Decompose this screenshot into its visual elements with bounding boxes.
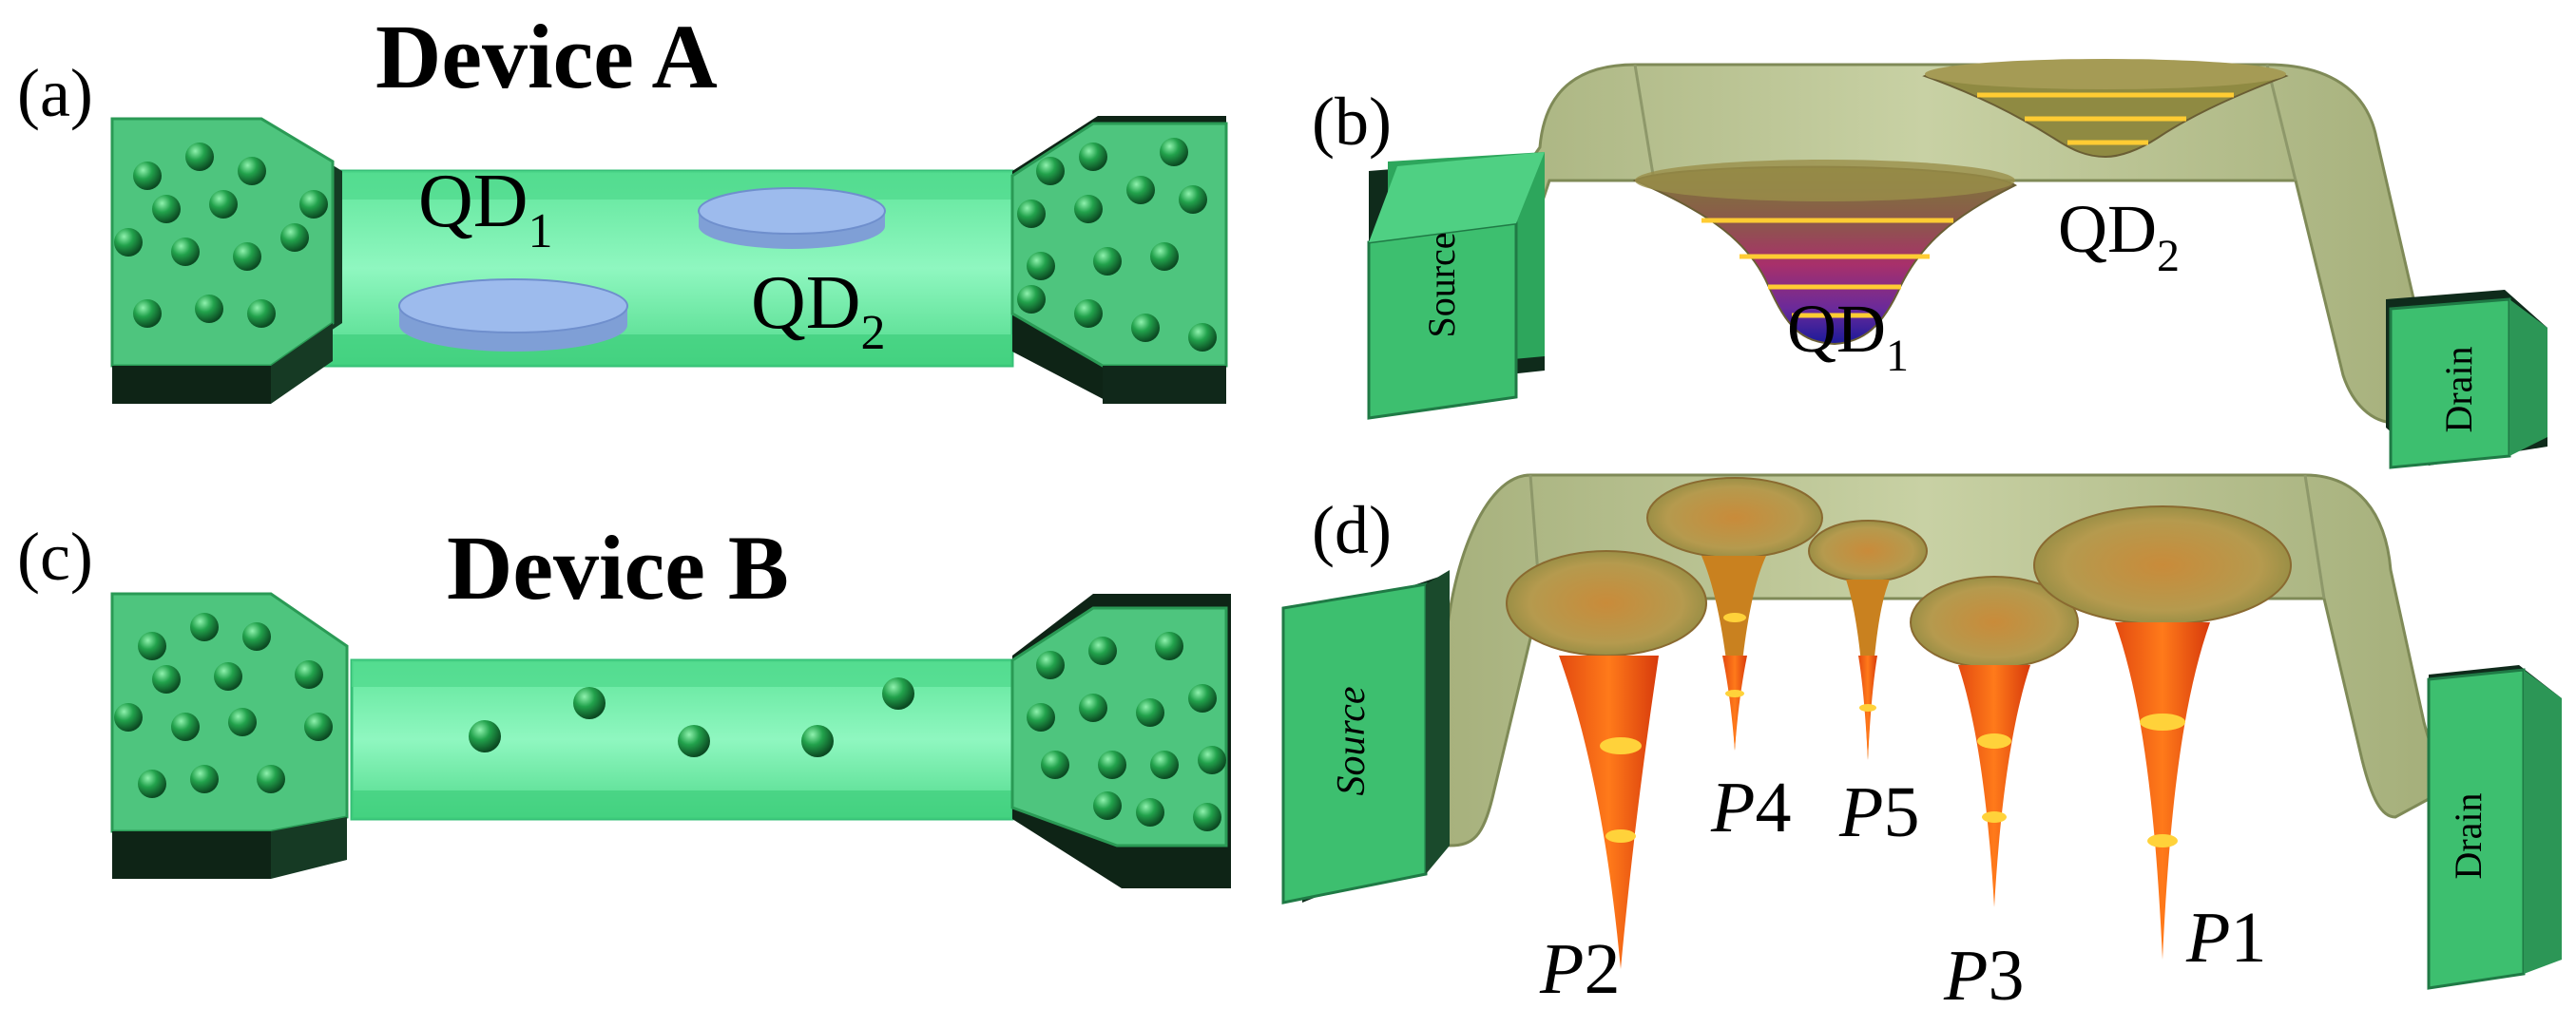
- peak-label-p2: P2: [1539, 929, 1620, 1009]
- electrode-spheres: [1027, 632, 1226, 831]
- panel-d: (d): [1281, 473, 2562, 1009]
- device-a-right-electrode: [1010, 116, 1228, 404]
- qd2-well: [1922, 59, 2289, 159]
- panel-a-title: Device A: [375, 6, 718, 107]
- channel-impurity-spheres: [469, 677, 914, 757]
- qd1-well: [1632, 160, 2018, 346]
- electrode-spheres: [114, 613, 333, 798]
- panel-c-label: (c): [17, 519, 93, 595]
- peak-label-p5: P5: [1838, 772, 1919, 852]
- qd1-disc: [398, 278, 628, 352]
- panel-c: (c) Device B: [17, 517, 1231, 888]
- device-b-right-electrode: [1010, 594, 1231, 888]
- well-p5: [1808, 520, 1928, 760]
- panel-a-label: (a): [17, 55, 93, 131]
- drain-electrode-d: Drain: [2427, 665, 2562, 990]
- peak-label-p3: P3: [1943, 936, 2024, 1009]
- electrode-spheres: [1017, 138, 1217, 352]
- peak-label-p4: P4: [1710, 768, 1791, 847]
- panel-c-title: Device B: [447, 517, 789, 619]
- qd2-label-b: QD2: [2058, 191, 2180, 281]
- source-label-d: Source: [1330, 686, 1374, 795]
- well-p2: [1506, 550, 1707, 969]
- drain-label-b: Drain: [2437, 346, 2480, 432]
- qd2-label-a: QD2: [751, 261, 886, 360]
- panel-b: (b) Source: [1312, 59, 2547, 469]
- well-p3: [1910, 576, 2079, 907]
- source-electrode-b: Source: [1367, 152, 1545, 420]
- source-label-b: Source: [1420, 232, 1463, 337]
- qd1-label-b: QD1: [1787, 291, 1909, 381]
- drain-electrode-b: Drain: [2386, 290, 2547, 469]
- electrode-spheres: [114, 143, 328, 328]
- device-b-left-electrode: [110, 592, 349, 879]
- device-a-left-electrode: [110, 117, 342, 404]
- well-p4: [1646, 477, 1823, 751]
- panel-b-label: (b): [1312, 84, 1392, 160]
- panel-a: (a) Device A: [17, 6, 1228, 404]
- potential-membrane-d: [1384, 473, 2467, 847]
- qd1-label-a: QD1: [418, 160, 553, 258]
- peak-label-p1: P1: [2185, 898, 2266, 978]
- source-electrode-d: Source: [1281, 570, 1450, 904]
- qd2-disc: [698, 187, 886, 249]
- panel-d-label: (d): [1312, 492, 1392, 568]
- drain-label-d: Drain: [2447, 792, 2489, 879]
- well-p1: [2033, 505, 2292, 960]
